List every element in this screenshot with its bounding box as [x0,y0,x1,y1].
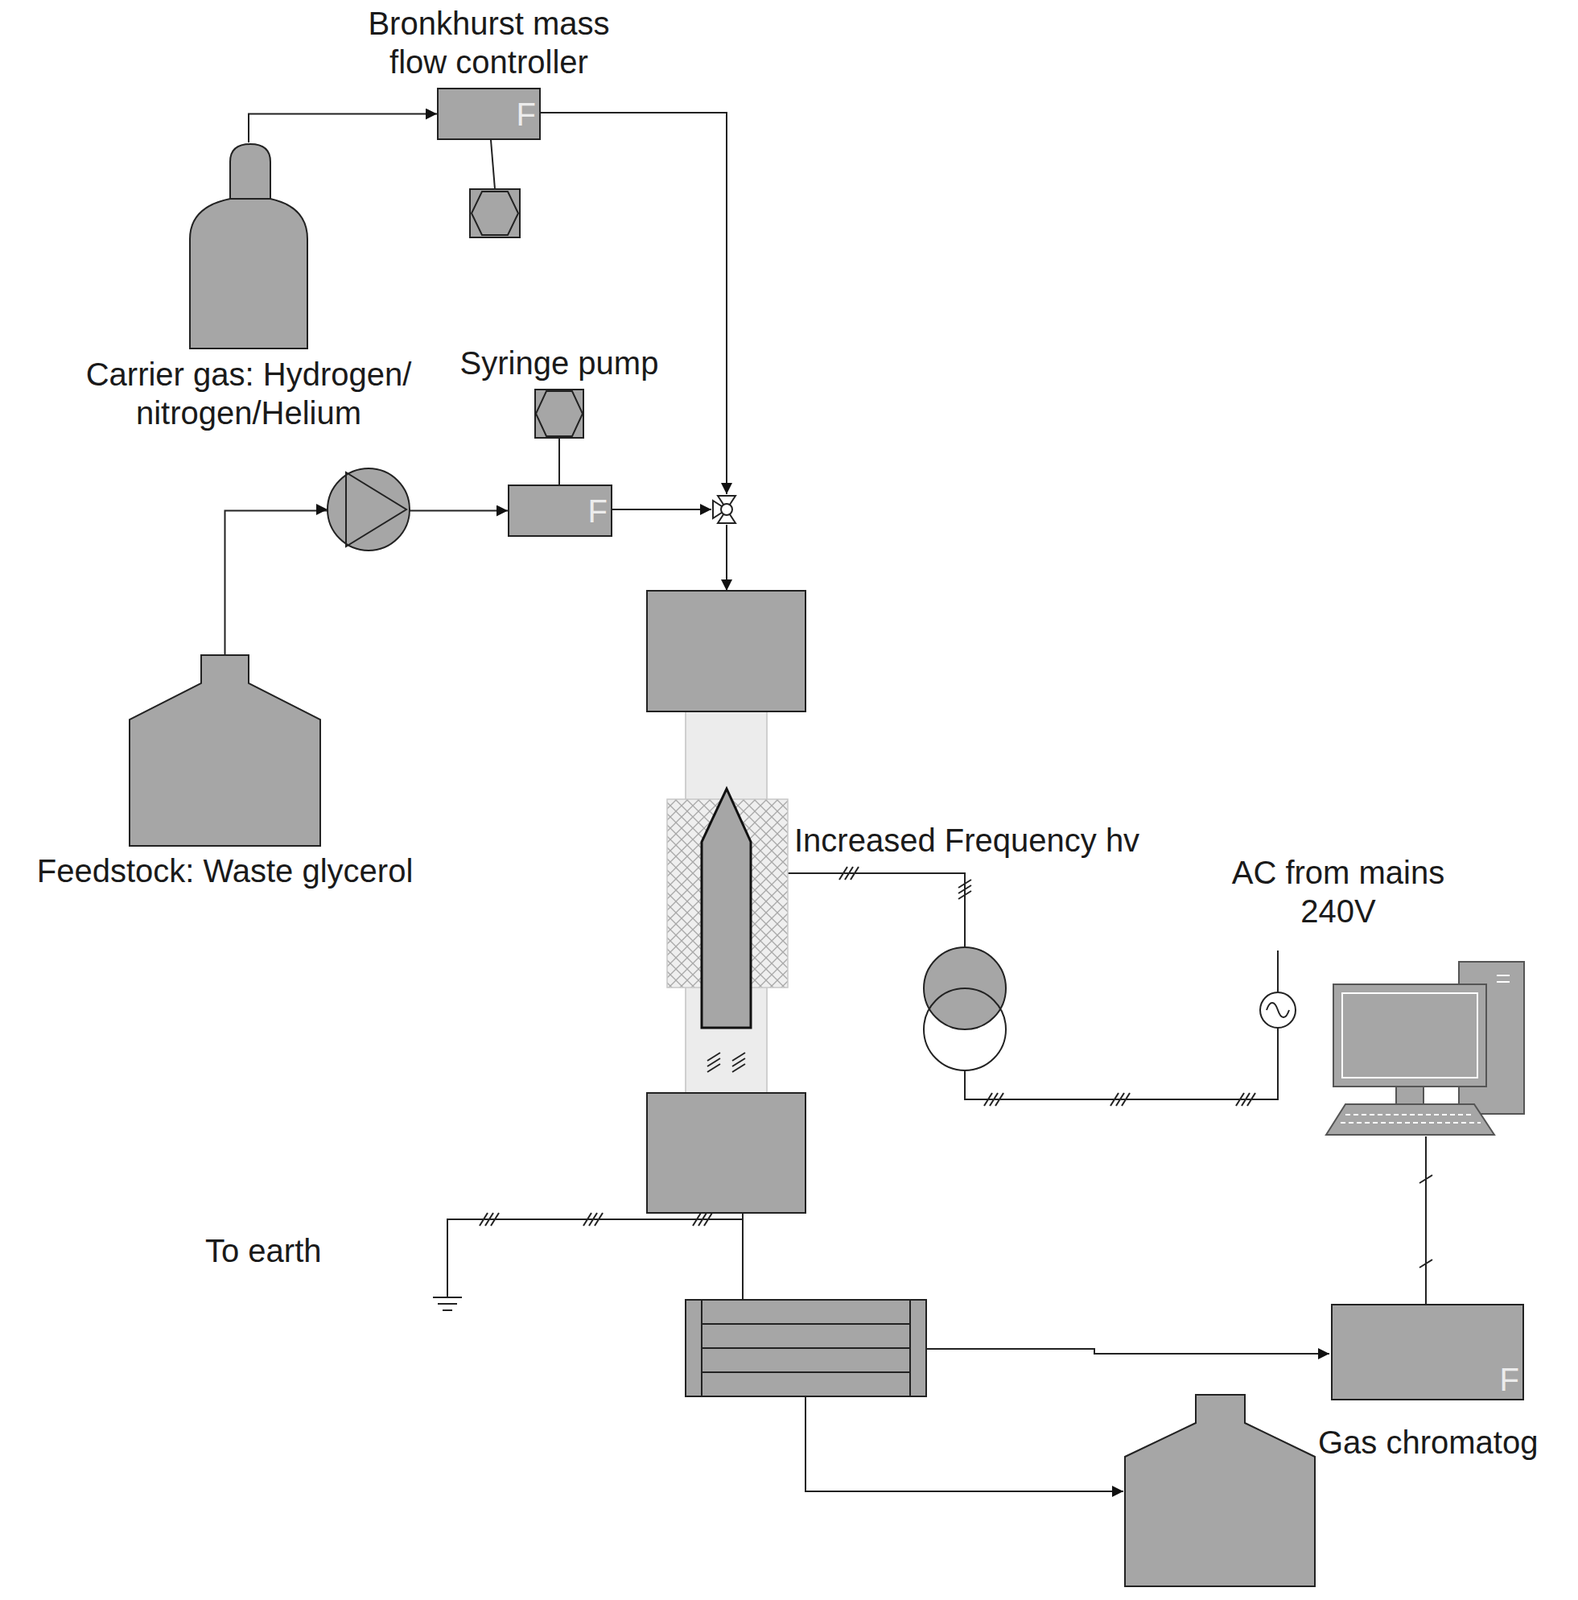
syringe-pump-controller: Syringe pump [534,388,585,439]
earth-wire [447,1212,743,1298]
box-letter: F [588,494,608,528]
mains-wire [964,1027,1278,1100]
liquid-line [805,1396,1124,1492]
feedstock-vessel-outline [128,654,322,847]
gas-chromatograph: FGas chromatog [1330,1303,1525,1401]
earth-symbol [442,1309,453,1311]
gas-chromatograph-outline [1330,1303,1525,1401]
component-label: Carrier gas: Hydrogen/ nitrogen/Helium [31,354,466,433]
computer-icon [1326,961,1525,1135]
ac-source-symbol [1260,992,1296,1028]
feed-line [612,508,712,511]
mains-wire [1277,950,1279,993]
gas-sample-line [926,1348,1330,1354]
box-letter: F [516,98,536,131]
earth-label: To earth [205,1231,322,1270]
component-label: Feedstock: Waste glycerol [37,851,414,890]
box-letter: F [1499,1363,1520,1396]
hv-wire [787,873,965,948]
condenser [685,1299,927,1397]
feed-line [725,524,728,591]
mass-flow-controller: Bronkhurst mass flow controllerF [436,87,541,141]
pump-symbol [316,468,410,551]
syringe-pump-controller-outline [534,388,585,439]
component-label: Syringe pump [460,343,660,383]
transformer-symbol [923,947,1006,1071]
signal-line [490,140,495,190]
hv-label: Increased Frequency hv [794,820,1140,860]
product-vessel [1124,1394,1315,1587]
earth-symbol [437,1302,458,1305]
mixing-valve [712,495,736,524]
plasma-reactor [646,590,806,1213]
feedstock-vessel: Feedstock: Waste glycerol [128,654,322,847]
product-line [741,1212,744,1300]
component-label: Bronkhurst mass flow controller [336,4,643,82]
gas-cylinder-outline [188,142,310,351]
wire-ticks [479,866,1433,1268]
component-label: Gas chromatog [1318,1422,1538,1462]
flow-meter-box: F [507,484,613,537]
data-cable [1425,1136,1427,1304]
flow-connector [558,438,561,485]
flow-connector [248,114,437,144]
gas-cylinder: Carrier gas: Hydrogen/ nitrogen/Helium [188,142,310,351]
controller-symbol [469,189,520,238]
supply-label: AC from mains 240V [1217,852,1459,931]
earth-symbol [432,1296,462,1298]
